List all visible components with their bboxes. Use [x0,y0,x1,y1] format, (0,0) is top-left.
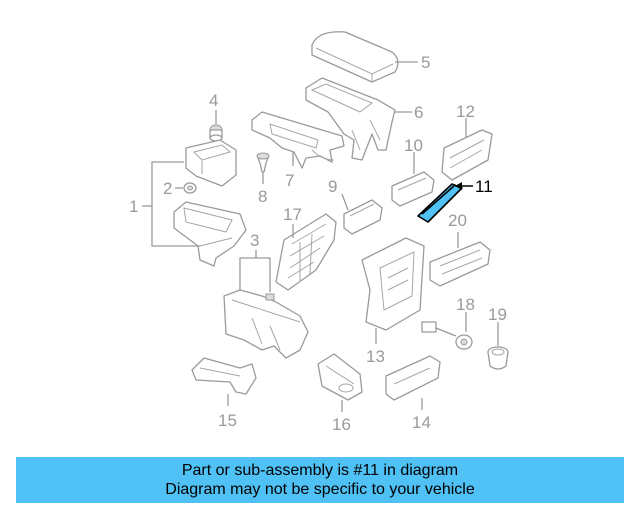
parts-diagram: 5 6 7 4 8 [129,31,509,434]
leader-9: 9 [328,177,349,211]
part-18-socket [421,321,473,350]
leader-10: 10 [404,136,423,174]
leader-14: 14 [412,398,431,432]
part-1-tray [173,201,247,267]
leader-15: 15 [218,394,237,430]
leader-20: 20 [448,211,467,248]
leader-3: 3 [239,231,271,292]
part-12-trim [441,129,493,181]
part-13-rear-panel [361,237,425,331]
leader-19: 19 [488,305,507,346]
callout-4: 4 [209,91,218,110]
callout-1: 1 [129,197,138,216]
callout-16: 16 [332,415,351,434]
callout-10: 10 [404,136,423,155]
callout-13: 13 [366,347,385,366]
part-20-rear-vent [429,241,491,287]
part-17-bracket [275,213,337,291]
leader-16: 16 [332,400,351,434]
leader-6: 6 [394,103,423,122]
part-6-armrest-base [305,77,396,161]
part-10-panel [391,171,435,207]
leader-12: 12 [456,102,475,138]
callout-5: 5 [421,53,430,72]
part-19-cup-ring [487,346,509,370]
callout-12: 12 [456,102,475,121]
banner-line-2: Diagram may not be specific to your vehi… [165,481,475,498]
callout-3: 3 [250,231,259,250]
leader-2: 2 [163,179,183,198]
callout-2: 2 [163,179,172,198]
callout-18: 18 [456,295,475,314]
part-9-switch-panel [343,199,383,235]
callout-11: 11 [475,177,493,196]
part-8-push-pin [256,152,270,173]
info-banner: Part or sub-assembly is #11 in diagram D… [16,457,624,503]
leader-7: 7 [285,152,294,190]
callout-19: 19 [488,305,507,324]
leader-5: 5 [395,53,430,72]
part-3-console-body [223,289,309,359]
callout-17: 17 [283,205,302,224]
part-15-lower-trim [191,357,257,395]
leader-11: 11 [455,177,493,196]
leader-8: 8 [258,172,267,206]
callout-14: 14 [412,413,431,432]
banner-line-1: Part or sub-assembly is #11 in diagram [181,462,459,479]
part-4-clip [209,124,223,142]
callout-15: 15 [218,411,237,430]
part-5-armrest-lid [311,31,399,83]
part-1-storage-bin [185,139,237,187]
part-16-cupholder [317,353,363,401]
leader-17: 17 [283,205,302,238]
part-7-console-frame [251,111,345,169]
leader-1: 1 [129,161,200,247]
leader-4: 4 [209,91,218,124]
part-14-lower-panel [385,355,441,401]
callout-7: 7 [285,171,294,190]
leader-18: 18 [456,295,475,332]
leader-13: 13 [366,328,385,366]
part-2-grommet [183,182,197,194]
callout-9: 9 [328,177,337,196]
callout-8: 8 [258,187,267,206]
callout-6: 6 [414,103,423,122]
callout-20: 20 [448,211,467,230]
